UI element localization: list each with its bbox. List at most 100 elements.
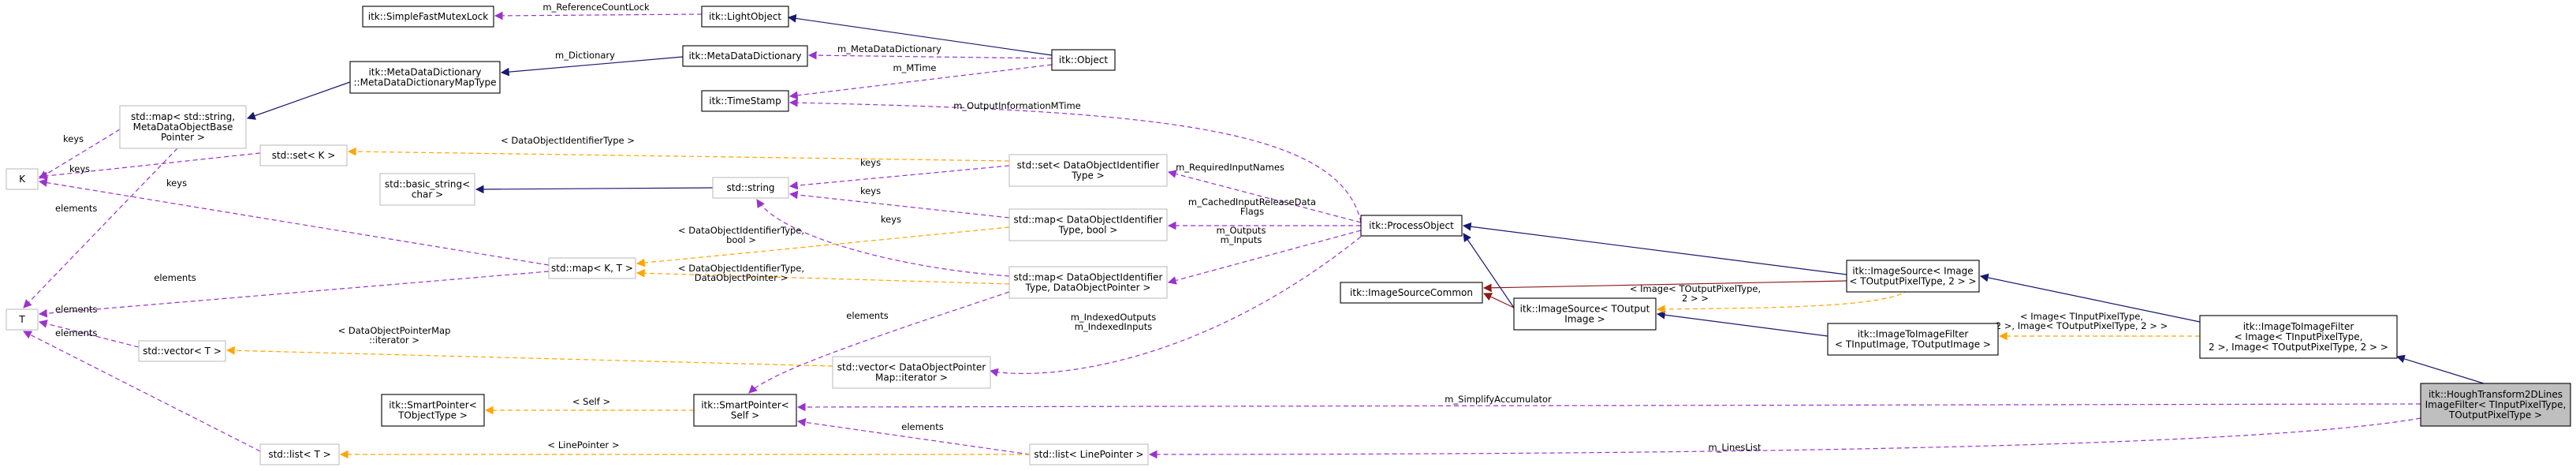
node-label: MetaDataObjectBase xyxy=(133,121,233,133)
node-label: std::map< DataObjectIdentifier xyxy=(1014,215,1163,226)
edge-label: elements xyxy=(55,304,97,315)
node-image-source-image[interactable]: itk::ImageSource< Image< TOutputPixelTyp… xyxy=(1846,260,1980,293)
node-object[interactable]: itk::Object xyxy=(1051,49,1116,71)
node-std-map-string-meta[interactable]: std::map< std::string,MetaDataObjectBase… xyxy=(119,105,247,149)
edge-label: m_IndexedInputs xyxy=(1075,321,1152,332)
edge-line xyxy=(748,291,1010,394)
node-label: K xyxy=(19,174,26,185)
edge-label: m_CachedInputReleaseData xyxy=(1188,196,1316,207)
edge-label: < LinePointer > xyxy=(548,439,620,450)
node-box xyxy=(119,105,247,149)
node-label: std::set< DataObjectIdentifier xyxy=(1017,160,1160,171)
node-meta-data-dictionary-map-type[interactable]: itk::MetaDataDictionary::MetaDataDiction… xyxy=(349,61,501,94)
usage-edge-elements-3: elements xyxy=(38,304,140,348)
edge-label: keys xyxy=(63,133,84,144)
node-label: std::list< LinePointer > xyxy=(1034,449,1143,460)
edge-line xyxy=(500,56,684,77)
node-smart-pointer-self[interactable]: itk::SmartPointer<Self > xyxy=(693,394,797,427)
node-smart-pointer-template[interactable]: itk::SmartPointer<TObjectType > xyxy=(381,394,485,427)
node-std-vector-data-object-pointer[interactable]: std::vector< DataObjectPointerMap::itera… xyxy=(832,356,991,389)
edge-line xyxy=(807,50,1053,60)
node-t[interactable]: T xyxy=(6,308,39,331)
edge-label: m_Outputs xyxy=(1217,225,1266,236)
node-box xyxy=(362,6,494,28)
node-label: < TInputImage, TOutputImage > xyxy=(1835,339,1991,350)
edge-line xyxy=(38,271,550,318)
node-label: std::basic_string< xyxy=(385,179,470,190)
node-box xyxy=(1513,297,1657,331)
inherit-edge xyxy=(1979,273,2201,323)
edge-label: < Image< TOutputPixelType, xyxy=(1630,283,1761,294)
template-edge-data-object-identifier-type: < DataObjectIdentifierType > xyxy=(347,135,1010,162)
node-light-object[interactable]: itk::LightObject xyxy=(701,6,789,28)
node-label: Pointer > xyxy=(161,132,205,143)
node-std-string[interactable]: std::string xyxy=(712,177,789,199)
node-std-set-k[interactable]: std::set< K > xyxy=(259,144,348,166)
node-box xyxy=(832,356,991,389)
inherit-edge xyxy=(246,81,351,120)
node-std-set-data-object-identifier[interactable]: std::set< DataObjectIdentifierType > xyxy=(1008,154,1168,187)
template-edge-line-pointer: < LinePointer > xyxy=(339,439,1030,459)
edge-label: < Image< TInputPixelType, xyxy=(2020,311,2143,322)
node-image-source-common[interactable]: itk::ImageSourceCommon xyxy=(1340,282,1483,304)
node-label: itk::ImageSource< TOutput xyxy=(1520,304,1650,315)
node-label: std::map< K, T > xyxy=(551,263,633,274)
edge-label: elements xyxy=(901,421,943,432)
edge-label: keys xyxy=(881,214,901,225)
node-label: itk::ImageToImageFilter xyxy=(2243,321,2354,332)
node-image-to-image-filter-image[interactable]: itk::ImageToImageFilter< Image< TInputPi… xyxy=(2199,315,2398,359)
edge-label: keys xyxy=(166,178,187,189)
node-process-object[interactable]: itk::ProcessObject xyxy=(1360,215,1463,237)
node-box xyxy=(1008,266,1168,299)
usage-edge-m-simplify-accumulator: m_SimplifyAccumulator xyxy=(796,394,2421,412)
node-simple-fast-mutex-lock[interactable]: itk::SimpleFastMutexLock xyxy=(362,6,494,28)
node-label: std::string xyxy=(726,182,774,193)
node-std-list-t[interactable]: std::list< T > xyxy=(259,443,340,465)
usage-edge-keys-4: keys xyxy=(788,185,1010,219)
edge-line xyxy=(1463,233,1515,308)
node-label: itk::ImageToImageFilter xyxy=(1858,329,1969,340)
node-std-map-identifier-bool[interactable]: std::map< DataObjectIdentifierType, bool… xyxy=(1008,208,1168,241)
node-label: std::map< std::string, xyxy=(131,111,235,122)
node-box xyxy=(1008,208,1168,241)
edge-line xyxy=(1148,417,2421,459)
edge-line xyxy=(756,199,1010,277)
edge-label: m_LinesList xyxy=(1708,442,1761,453)
node-image-to-image-filter-tinput[interactable]: itk::ImageToImageFilter< TInputImage, TO… xyxy=(1827,323,1999,356)
edge-label: keys xyxy=(860,185,881,196)
node-std-list-line-pointer[interactable]: std::list< LinePointer > xyxy=(1029,443,1149,465)
inherit-edge xyxy=(475,185,714,194)
node-label: itk::SmartPointer< xyxy=(701,400,789,411)
node-label: 2 >, Image< TOutputPixelType, 2 > > xyxy=(2209,342,2388,353)
edge-line xyxy=(1167,230,1362,285)
usage-edge-m-required-input-names: m_RequiredInputNames xyxy=(1167,162,1362,223)
inherit-edge xyxy=(1463,233,1515,308)
node-std-vector-t[interactable]: std::vector< T > xyxy=(138,340,226,362)
node-box xyxy=(1846,260,1980,293)
edge-label: m_IndexedOutputs xyxy=(1071,312,1157,323)
node-label: std::set< K > xyxy=(272,150,336,161)
template-edge-identifier-pointer: < DataObjectIdentifierType,DataObjectPoi… xyxy=(636,263,1010,285)
edge-label: < DataObjectPointerMap xyxy=(338,325,451,336)
usage-edge-elements-6: elements xyxy=(796,418,1031,455)
edge-line xyxy=(636,226,1010,267)
node-box xyxy=(349,61,501,94)
template-edge-identifier-bool: < DataObjectIdentifierType,bool > xyxy=(636,225,1010,267)
node-label: < Image< TInputPixelType, xyxy=(2235,331,2363,342)
node-k[interactable]: K xyxy=(6,168,39,190)
node-std-map-k-t[interactable]: std::map< K, T > xyxy=(548,257,636,279)
edge-line xyxy=(1482,280,1847,293)
edge-label: keys xyxy=(860,157,881,168)
node-std-basic-string[interactable]: std::basic_string<char > xyxy=(379,173,475,206)
node-meta-data-dictionary[interactable]: itk::MetaDataDictionary xyxy=(682,45,808,67)
edge-label: DataObjectPointer > xyxy=(695,272,788,283)
node-label: TObjectType > xyxy=(397,410,468,421)
edge-label: bool > xyxy=(726,234,756,245)
node-std-map-identifier-pointer[interactable]: std::map< DataObjectIdentifierType, Data… xyxy=(1008,266,1168,299)
node-image-source-toutput[interactable]: itk::ImageSource< TOutputImage > xyxy=(1513,297,1657,331)
node-time-stamp[interactable]: itk::TimeStamp xyxy=(701,90,789,112)
edge-line xyxy=(796,402,2421,412)
